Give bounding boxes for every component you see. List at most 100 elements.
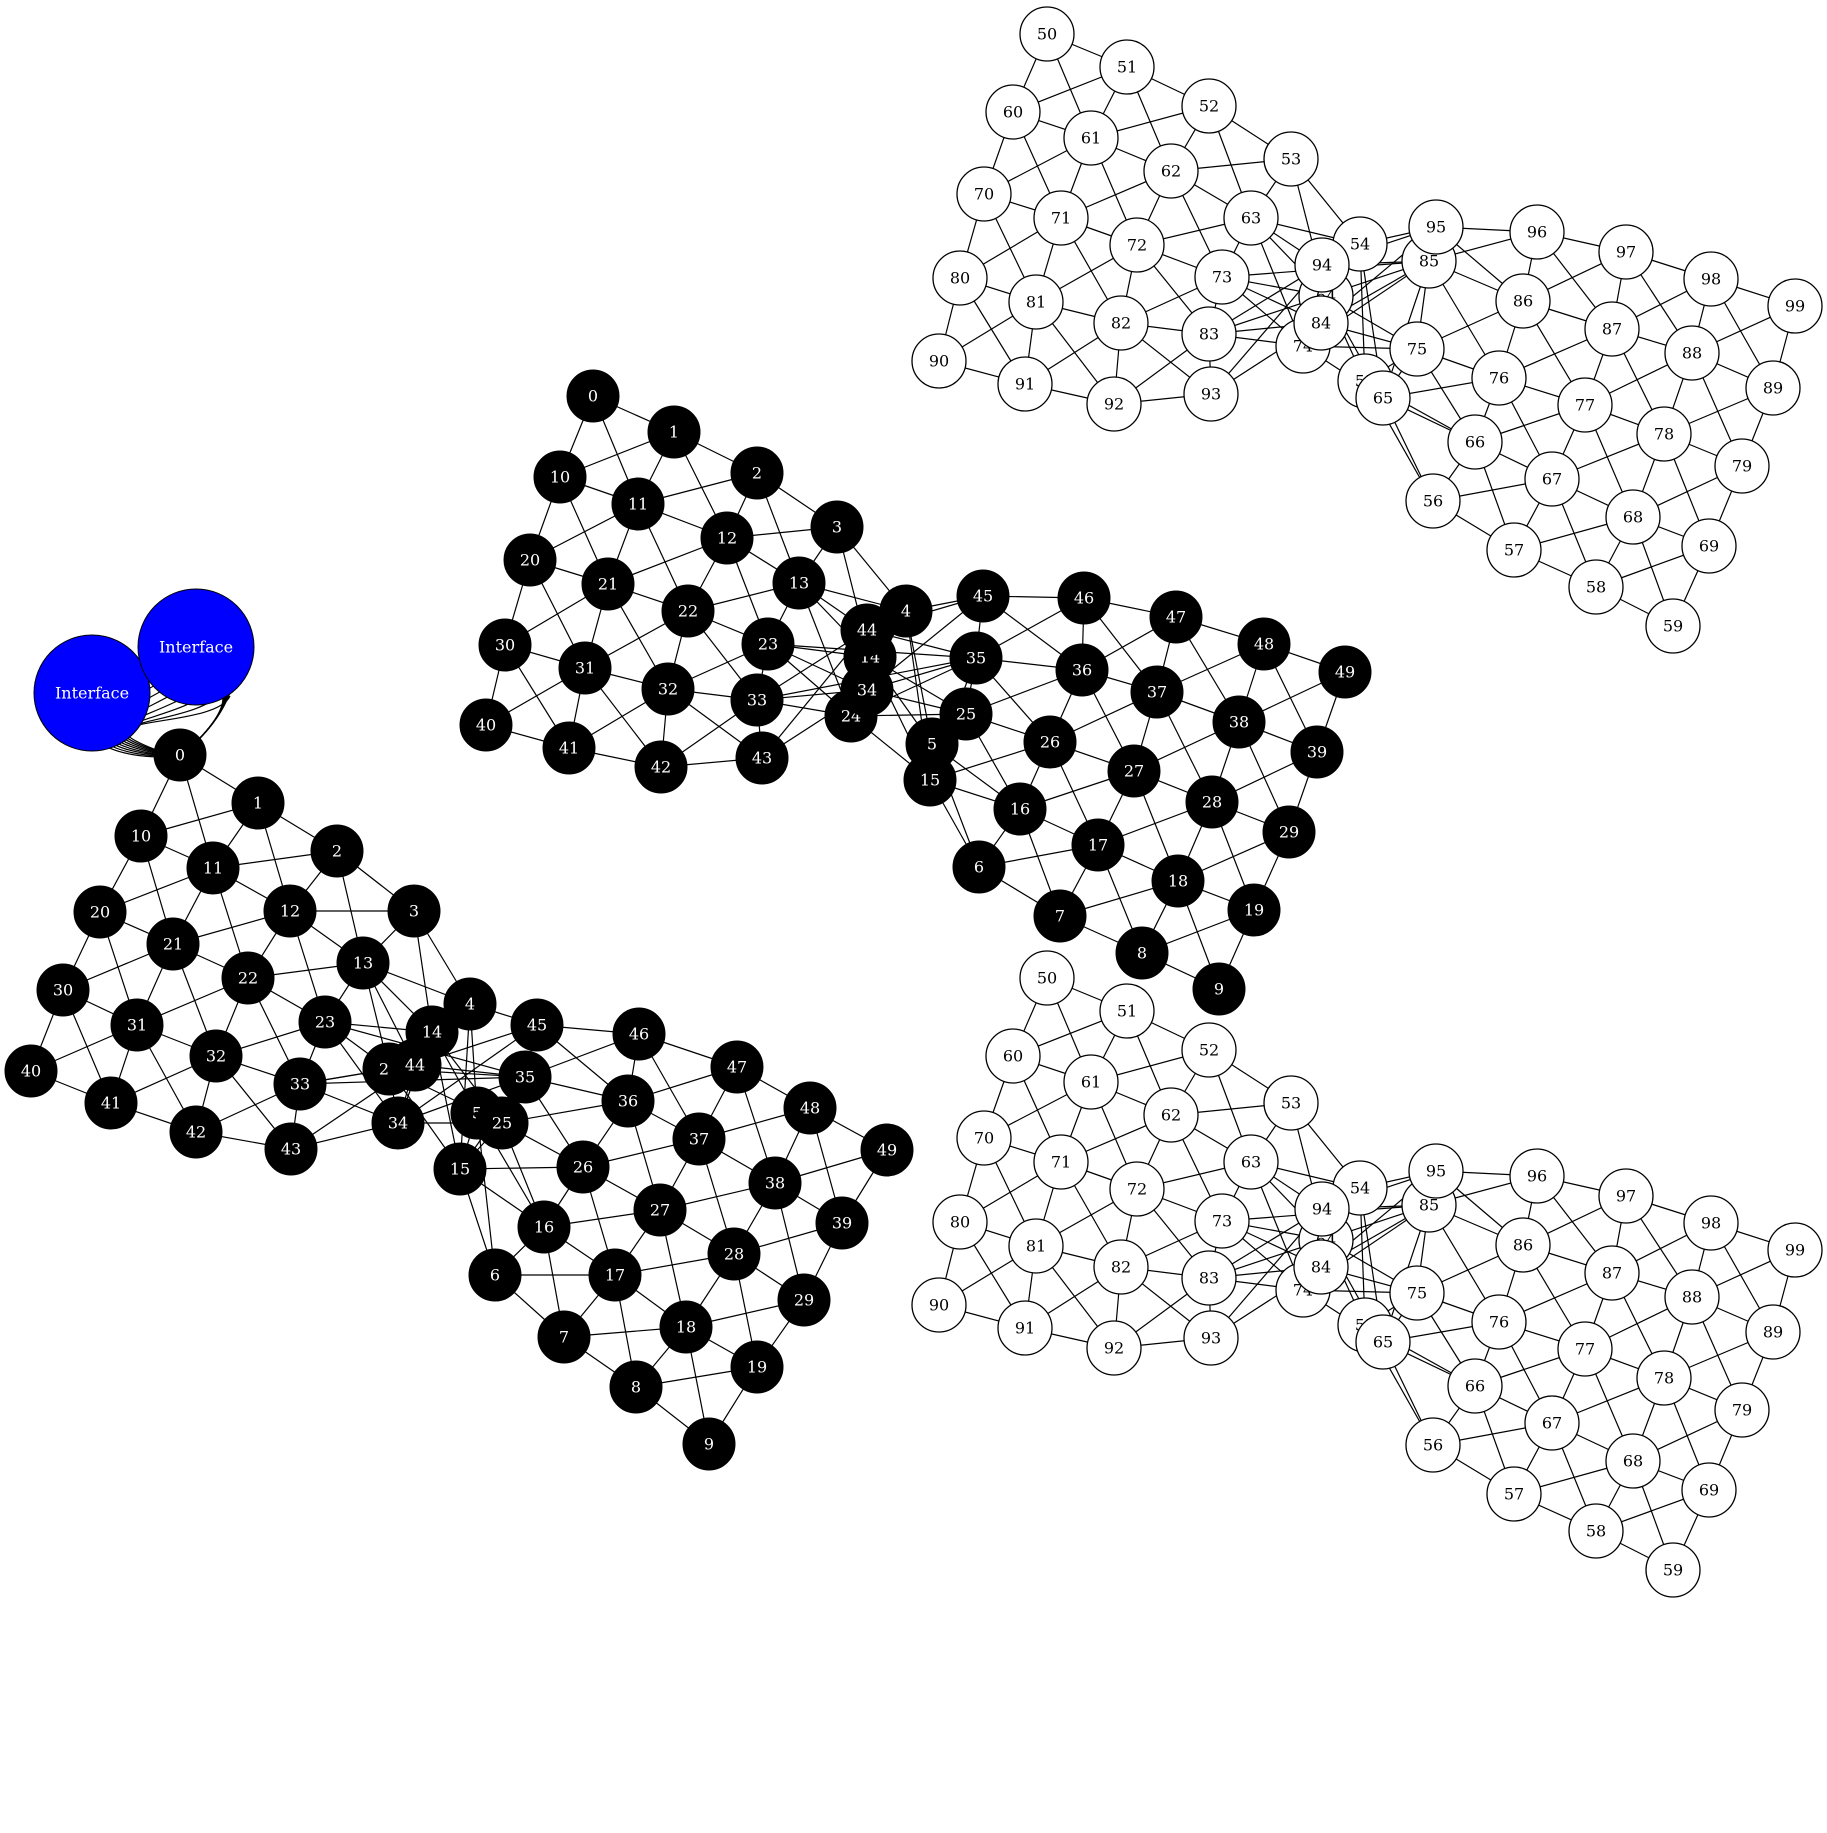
- node-57: 57: [1486, 522, 1542, 578]
- node-36: 36: [1055, 643, 1109, 697]
- node-label: 99: [1785, 1241, 1805, 1260]
- node-circle: [1557, 1321, 1613, 1377]
- node-circle: [1130, 665, 1184, 719]
- node-25: 25: [475, 1096, 529, 1150]
- node-circle: [146, 917, 200, 971]
- node-circle: [387, 884, 441, 938]
- node-circle: [748, 1156, 802, 1210]
- node-label: 49: [877, 1141, 897, 1160]
- graph-top-right-nodes: 5051525354555657585960616263646566676869…: [911, 6, 1823, 654]
- node-label: 11: [203, 859, 223, 878]
- node-label: 60: [1003, 1047, 1023, 1066]
- node-label: 66: [1465, 1377, 1485, 1396]
- node-88: 88: [1664, 325, 1720, 381]
- node-circle: [1181, 78, 1237, 134]
- node-circle: [1107, 744, 1161, 798]
- node-circle: [710, 1040, 764, 1094]
- node-circle: [735, 731, 789, 785]
- node-circle: [153, 728, 207, 782]
- node-73: 73: [1194, 249, 1250, 305]
- node-circle: [1681, 518, 1737, 574]
- node-label: 72: [1127, 236, 1147, 255]
- node-58: 58: [1568, 1503, 1624, 1559]
- node-circle: [310, 824, 364, 878]
- node-label: 21: [163, 935, 183, 954]
- node-91: 91: [997, 356, 1053, 412]
- node-label: 93: [1201, 385, 1221, 404]
- node-circle: [1227, 883, 1281, 937]
- node-label: 59: [1663, 617, 1683, 636]
- node-33: 33: [273, 1057, 327, 1111]
- node-label: 21: [598, 575, 618, 594]
- node-circle: [1063, 1054, 1119, 1110]
- node-44: 44: [388, 1038, 442, 1092]
- node-93: 93: [1183, 1310, 1239, 1366]
- node-circle: [730, 1340, 784, 1394]
- node-circle: [1149, 590, 1203, 644]
- node-label: 20: [90, 903, 110, 922]
- node-label: 69: [1699, 537, 1719, 556]
- node-circle: [1293, 295, 1349, 351]
- node-26: 26: [556, 1140, 610, 1194]
- node-circle: [1408, 1143, 1464, 1199]
- node-circle: [1033, 889, 1087, 943]
- node-circle: [1063, 110, 1119, 166]
- node-circle: [1086, 1320, 1142, 1376]
- node-circle: [1181, 306, 1237, 362]
- node-label: 34: [388, 1114, 408, 1133]
- node-label: 61: [1081, 129, 1101, 148]
- node-circle: [1605, 489, 1661, 545]
- node-87: 87: [1584, 1245, 1640, 1301]
- node-47: 47: [710, 1040, 764, 1094]
- node-circle: [4, 1044, 58, 1098]
- node-20: 20: [73, 885, 127, 939]
- node-label: 29: [794, 1291, 814, 1310]
- node-circle: [1568, 559, 1624, 615]
- node-circle: [1486, 1466, 1542, 1522]
- node-23: 23: [298, 995, 352, 1049]
- node-circle: [700, 511, 754, 565]
- node-10: 10: [533, 450, 587, 504]
- node-label: 48: [1254, 635, 1274, 654]
- node-label: 81: [1026, 1237, 1046, 1256]
- node-0: 0: [153, 728, 207, 782]
- node-label: 66: [1465, 433, 1485, 452]
- node-circle: [1223, 190, 1279, 246]
- node-circle: [1767, 1222, 1823, 1278]
- node-label: 14: [422, 1023, 442, 1042]
- node-circle: [1509, 1148, 1565, 1204]
- node-label: 80: [950, 1213, 970, 1232]
- node-circle: [1355, 370, 1411, 426]
- node-label: 78: [1654, 425, 1674, 444]
- node-label: 88: [1682, 1288, 1702, 1307]
- node-34: 34: [840, 663, 894, 717]
- node-42: 42: [169, 1105, 223, 1159]
- node-label: 48: [800, 1099, 820, 1118]
- node-71: 71: [1033, 1134, 1089, 1190]
- node-72: 72: [1109, 217, 1165, 273]
- node-label: 71: [1051, 1153, 1071, 1172]
- node-40: 40: [4, 1044, 58, 1098]
- node-51: 51: [1099, 983, 1155, 1039]
- node-circle: [1212, 695, 1266, 749]
- node-63: 63: [1223, 1134, 1279, 1190]
- node-circle: [932, 1194, 988, 1250]
- node-label: 34: [857, 681, 877, 700]
- node-0: 0: [566, 369, 620, 423]
- node-label: 77: [1575, 1340, 1595, 1359]
- node-65: 65: [1355, 1314, 1411, 1370]
- node-91: 91: [997, 1300, 1053, 1356]
- node-label: 80: [950, 269, 970, 288]
- node-96: 96: [1509, 1148, 1565, 1204]
- node-20: 20: [503, 533, 557, 587]
- node-94: 94: [1294, 1181, 1350, 1237]
- node-98: 98: [1683, 1195, 1739, 1251]
- node-label: 91: [1015, 375, 1035, 394]
- node-label: 79: [1732, 457, 1752, 476]
- node-79: 79: [1714, 1382, 1770, 1438]
- node-circle: [1099, 39, 1155, 95]
- node-99: 99: [1767, 1222, 1823, 1278]
- node-label: 85: [1419, 252, 1439, 271]
- node-label: 79: [1732, 1401, 1752, 1420]
- node-93: 93: [1183, 366, 1239, 422]
